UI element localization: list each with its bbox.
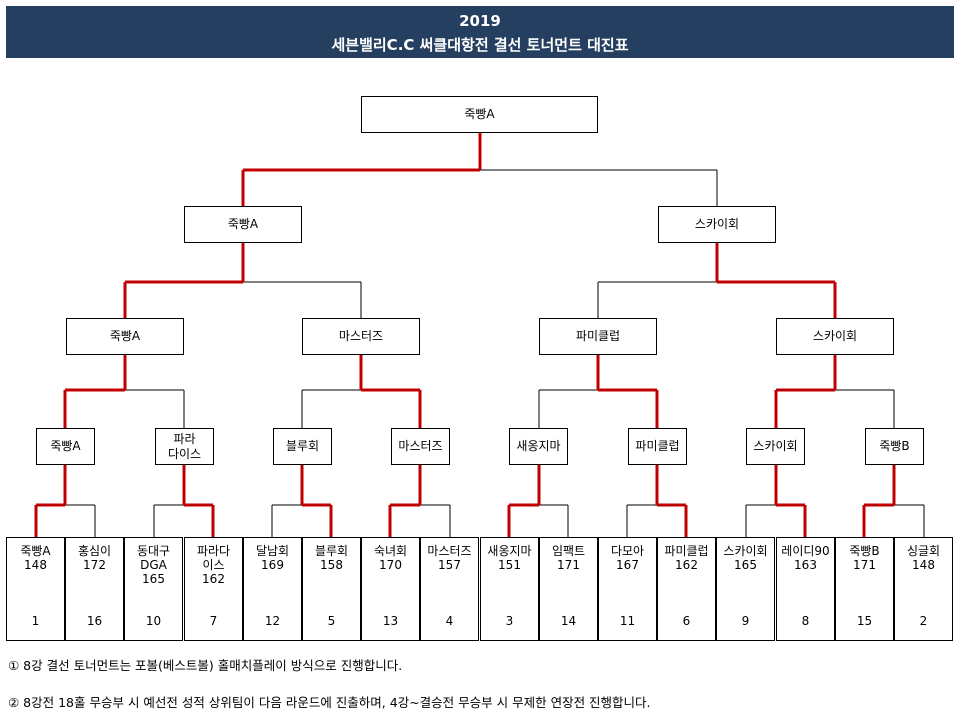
- team-score: 162: [675, 558, 698, 572]
- team-score: 170: [379, 558, 402, 572]
- title-year: 2019: [459, 12, 501, 30]
- team-name: 스카이회: [723, 544, 768, 558]
- team-seed: 15: [856, 614, 873, 628]
- team-name: 숙녀회: [373, 544, 408, 558]
- round-of-16-winner: 마스터즈: [391, 428, 450, 465]
- team-score: 158: [320, 558, 343, 572]
- team-name: 달남회: [255, 544, 290, 558]
- team-name: 블루회: [314, 544, 349, 558]
- team-seed: 3: [505, 614, 514, 628]
- team-score: 148: [24, 558, 47, 572]
- team-seed: 6: [682, 614, 691, 628]
- team-name: 새옹지마: [487, 544, 532, 558]
- team-name: 파미클럽: [664, 544, 709, 558]
- team-seed: 13: [382, 614, 399, 628]
- team-seed: 8: [801, 614, 810, 628]
- team-name: 임팩트: [551, 544, 586, 558]
- team-seed: 5: [327, 614, 336, 628]
- team-name: 레이디90: [781, 544, 830, 558]
- team-score: 171: [557, 558, 580, 572]
- team-score: 169: [261, 558, 284, 572]
- team-score: 157: [438, 558, 461, 572]
- team-seed: 11: [619, 614, 636, 628]
- title-bar: 2019 세븐밸리C.C 써클대항전 결선 토너먼트 대진표: [6, 6, 954, 58]
- round-of-16-winner: 스카이회: [746, 428, 805, 465]
- team-name: 홍심이: [77, 544, 112, 558]
- team-score: 171: [853, 558, 876, 572]
- champion-box: 죽빵A: [361, 96, 598, 133]
- round-of-16-winner: 파미클럽: [628, 428, 687, 465]
- team-score: 165: [142, 572, 165, 586]
- round-of-16-winner: 블루회: [273, 428, 332, 465]
- quarterfinal-winner: 죽빵A: [66, 318, 184, 355]
- team-name: 마스터즈: [427, 544, 472, 558]
- team-seed: 9: [741, 614, 750, 628]
- team-seed: 2: [919, 614, 928, 628]
- note-1: ① 8강 결선 토너먼트는 포볼(베스트볼) 홀매치플레이 방식으로 진행합니다…: [8, 658, 403, 673]
- team-score: 148: [912, 558, 935, 572]
- team-score: 172: [83, 558, 106, 572]
- quarterfinal-winner: 스카이회: [776, 318, 894, 355]
- team-seed: 16: [86, 614, 103, 628]
- team-score: 167: [616, 558, 639, 572]
- team-seed: 12: [264, 614, 281, 628]
- round-of-16-winner: 파라 다이스: [155, 428, 214, 465]
- team-name: 파라다 이스: [196, 544, 231, 572]
- quarterfinal-winner: 마스터즈: [302, 318, 420, 355]
- team-name: 다모아: [610, 544, 645, 558]
- round-of-16-winner: 죽빵A: [36, 428, 95, 465]
- team-score: 151: [498, 558, 521, 572]
- team-seed: 4: [445, 614, 454, 628]
- team-name: 죽빵B: [849, 544, 880, 558]
- team-score: 162: [202, 572, 225, 586]
- team-name: 싱글회: [906, 544, 941, 558]
- team-seed: 14: [560, 614, 577, 628]
- team-seed: 7: [209, 614, 218, 628]
- team-seed: 10: [145, 614, 162, 628]
- team-score: 165: [734, 558, 757, 572]
- team-score: 163: [794, 558, 817, 572]
- semifinal-winner: 죽빵A: [184, 206, 302, 243]
- team-name: 죽빵A: [20, 544, 51, 558]
- quarterfinal-winner: 파미클럽: [539, 318, 657, 355]
- semifinal-winner: 스카이회: [658, 206, 776, 243]
- note-2: ② 8강전 18홀 무승부 시 예선전 성적 상위팀이 다음 라운드에 진출하며…: [8, 695, 651, 710]
- round-of-16-winner: 죽빵B: [865, 428, 924, 465]
- round-of-16-winner: 새옹지마: [509, 428, 568, 465]
- team-name: 동대구 DGA: [136, 544, 171, 572]
- team-seed: 1: [31, 614, 40, 628]
- title-main: 세븐밸리C.C 써클대항전 결선 토너먼트 대진표: [331, 36, 629, 54]
